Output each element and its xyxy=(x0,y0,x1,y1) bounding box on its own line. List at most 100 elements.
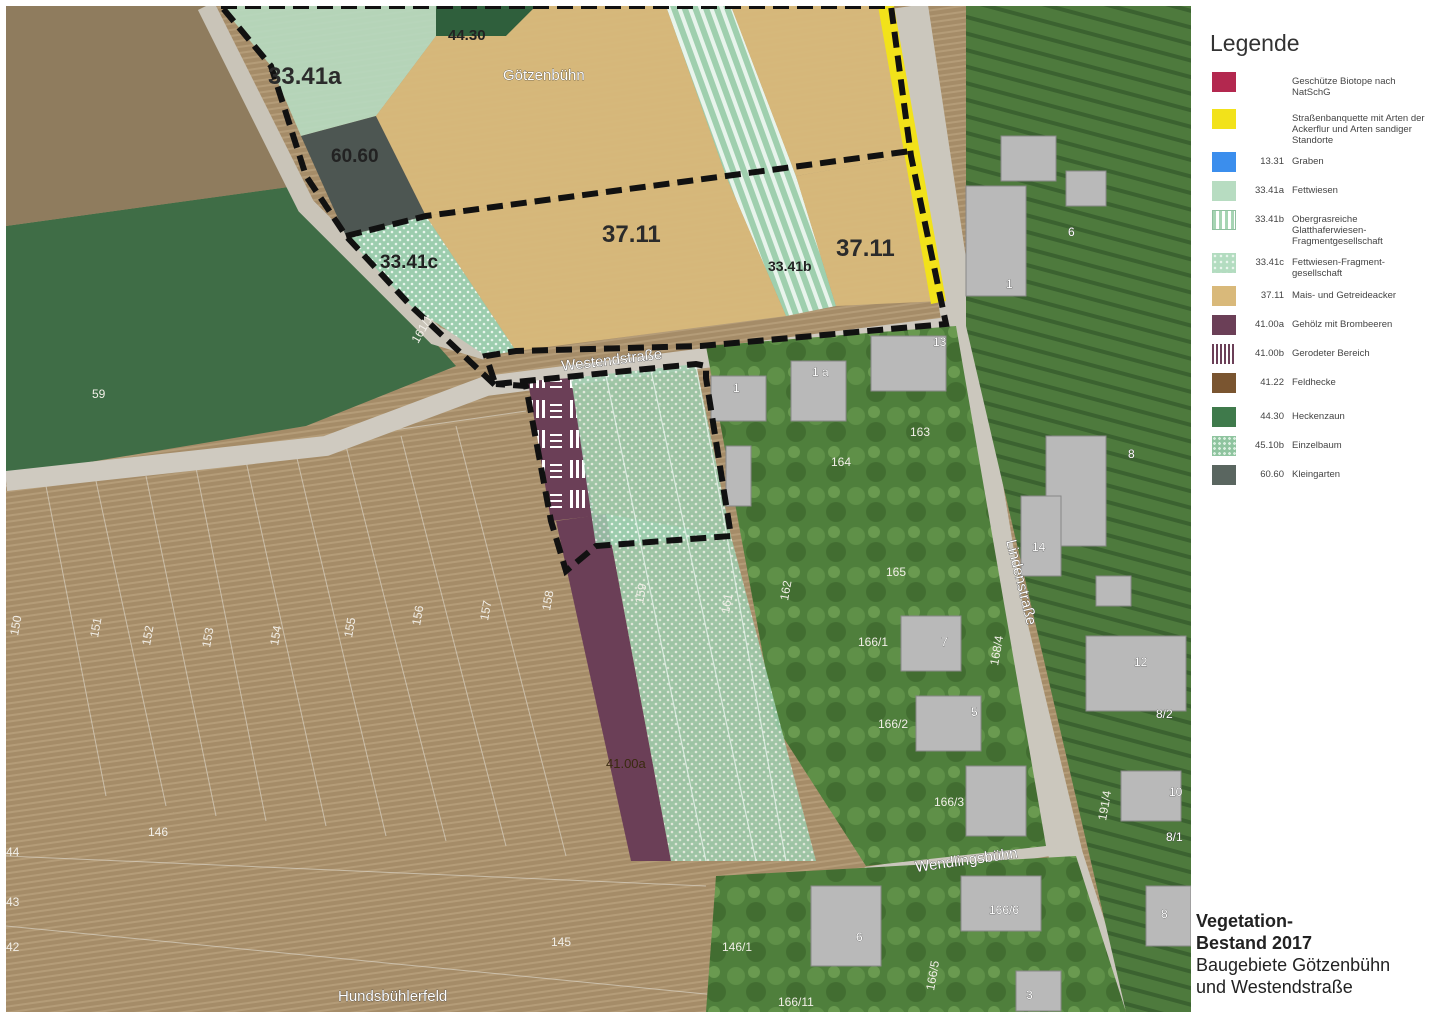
legend-label: Obergrasreiche Glatthaferwiesen-Fragment… xyxy=(1292,214,1383,247)
caption-subtitle-line2: und Westendstraße xyxy=(1196,977,1353,997)
place-goetzenbuehn: Götzenbühn xyxy=(503,67,585,84)
parcel-number: 159 xyxy=(632,582,649,604)
parcel-number: 152 xyxy=(139,624,156,646)
parcel-number: 165 xyxy=(886,565,906,579)
house-number: 8/1 xyxy=(1166,830,1183,844)
house-number: 7 xyxy=(941,635,948,649)
legend-item-protected-biotopes: Geschütze Biotope nach NatSchG xyxy=(1200,71,1430,101)
legend-item-60-60: 60.60 Kleingarten xyxy=(1200,464,1430,486)
parcel-number: 161 xyxy=(718,592,735,614)
caption-subtitle-line1: Baugebiete Götzenbühn xyxy=(1196,955,1391,975)
legend-code: 41.22 xyxy=(1260,377,1284,388)
legend-panel: Legende Geschütze Biotope nach NatSchG S… xyxy=(1200,30,1430,493)
legend-label: Fettwiesen-Fragment-gesellschaft xyxy=(1292,257,1385,279)
place-hundsbuehlerfeld: Hundsbühlerfeld xyxy=(338,988,447,1005)
house-number: 1 a xyxy=(812,365,829,379)
area-37-11-east[interactable] xyxy=(796,156,941,306)
legend-code: 60.60 xyxy=(1260,469,1284,480)
house-number: 1 xyxy=(733,381,740,395)
green-field-west xyxy=(6,186,456,476)
area-33-41b[interactable] xyxy=(666,6,836,316)
label-33-41b: 33.41b xyxy=(768,258,812,274)
legend-item-road-verge: Straßenbanquette mit Arten der Ackerflur… xyxy=(1200,108,1430,146)
legend-swatch xyxy=(1212,465,1236,485)
parcel-number: 162 xyxy=(777,579,794,601)
label-37-11-a: 37.11 xyxy=(602,221,661,248)
parcel-number: 145 xyxy=(551,935,571,949)
legend-swatch xyxy=(1212,315,1236,335)
legend-item-44-30: 44.30 Heckenzaun xyxy=(1200,406,1430,428)
legend-label: Fettwiesen xyxy=(1292,185,1338,196)
meadow-south-site[interactable] xyxy=(571,364,731,546)
meadow-south-extension[interactable] xyxy=(606,514,816,861)
legend-swatch xyxy=(1212,344,1236,364)
legend-code: 41.00b xyxy=(1254,348,1284,359)
label-33-41c: 33.41c xyxy=(380,252,439,273)
area-37-11-ne[interactable] xyxy=(731,6,911,176)
house-number: 3 xyxy=(1026,988,1033,1002)
parcel-number: 146/1 xyxy=(722,940,752,954)
legend-label: Graben xyxy=(1292,156,1324,167)
boundary-north[interactable] xyxy=(217,6,950,389)
legend-item-33-41b: 33.41b Obergrasreiche Glatthaferwiesen-F… xyxy=(1200,209,1430,247)
legend-code: 37.11 xyxy=(1260,290,1284,301)
area-33-41c[interactable] xyxy=(346,216,516,356)
legend-swatch xyxy=(1212,210,1236,230)
label-60-60: 60.60 xyxy=(331,146,379,167)
area-33-41a[interactable] xyxy=(221,6,436,136)
parcel-number: 42 xyxy=(6,940,20,954)
parcel-number: 166/3 xyxy=(934,795,964,809)
label-41-00a: 41.00a xyxy=(606,756,647,771)
caption-title-line1: Vegetation- xyxy=(1196,911,1294,931)
legend-swatch xyxy=(1212,286,1236,306)
map-caption: Vegetation- Bestand 2017 Baugebiete Götz… xyxy=(1196,910,1432,998)
parcel-number: 166/5 xyxy=(923,959,942,991)
parcel-number: 158 xyxy=(539,589,556,611)
boundary-south[interactable] xyxy=(495,360,735,577)
parcel-number: 166/11 xyxy=(778,995,814,1009)
house-number: 6 xyxy=(856,930,863,944)
legend-label: Kleingarten xyxy=(1292,469,1341,480)
legend-swatch xyxy=(1212,407,1236,427)
caption-title-line2: Bestand 2017 xyxy=(1196,933,1313,953)
legend-code: 33.41c xyxy=(1255,257,1284,268)
area-60-60[interactable] xyxy=(301,116,426,236)
legend-item-41-00b: 41.00b Gerodeter Bereich xyxy=(1200,343,1430,365)
legend-swatch xyxy=(1212,253,1236,273)
house-number: 6 xyxy=(1068,225,1075,239)
parcel-number: 166/1 xyxy=(858,635,888,649)
legend-swatch xyxy=(1212,109,1236,129)
residential-south xyxy=(706,856,1126,1012)
legend-code: 45.10b xyxy=(1254,440,1284,451)
legend-label: Straßenbanquette mit Arten der Ackerflur… xyxy=(1292,113,1425,146)
legend-label: Geschütze Biotope nach NatSchG xyxy=(1292,76,1396,98)
house-number: 13 xyxy=(933,335,947,349)
area-37-11-north[interactable] xyxy=(376,6,726,216)
legend-item-13-31: 13.31 Graben xyxy=(1200,151,1430,173)
legend-label: Gehölz mit Brombeeren xyxy=(1292,319,1393,330)
label-44-30: 44.30 xyxy=(448,27,486,44)
area-44-30[interactable] xyxy=(436,6,536,36)
legend-code: 13.31 xyxy=(1260,156,1284,167)
legend-swatch xyxy=(1212,181,1236,201)
parcel-number: 44 xyxy=(6,845,20,859)
legend-label: Feldhecke xyxy=(1292,377,1336,388)
parcel-number: 166/2 xyxy=(878,717,908,731)
buildings xyxy=(710,135,1191,1012)
vegetation-map[interactable]: 33.41a 44.30 60.60 37.11 37.11 33.41c 33… xyxy=(6,6,1191,1012)
legend-item-41-22: 41.22 Feldhecke xyxy=(1200,372,1430,394)
legend-item-37-11: 37.11 Mais- und Getreideacker xyxy=(1200,285,1430,307)
legend-item-33-41a: 33.41a Fettwiesen xyxy=(1200,180,1430,202)
area-37-11-south[interactable] xyxy=(426,176,786,351)
house-number: 8 xyxy=(1161,907,1168,921)
legend-swatch xyxy=(1212,373,1236,393)
house-number: 166/6 xyxy=(989,903,1019,917)
road-diagonal xyxy=(197,6,489,360)
parcel-lines xyxy=(6,410,727,997)
area-41-00b[interactable] xyxy=(528,378,594,521)
area-41-00a[interactable] xyxy=(556,514,671,861)
parcel-number: 157 xyxy=(477,599,494,621)
parcel-number: 154 xyxy=(267,624,284,646)
parcel-number: 163 xyxy=(910,425,930,439)
house-number: 12 xyxy=(1134,655,1148,669)
